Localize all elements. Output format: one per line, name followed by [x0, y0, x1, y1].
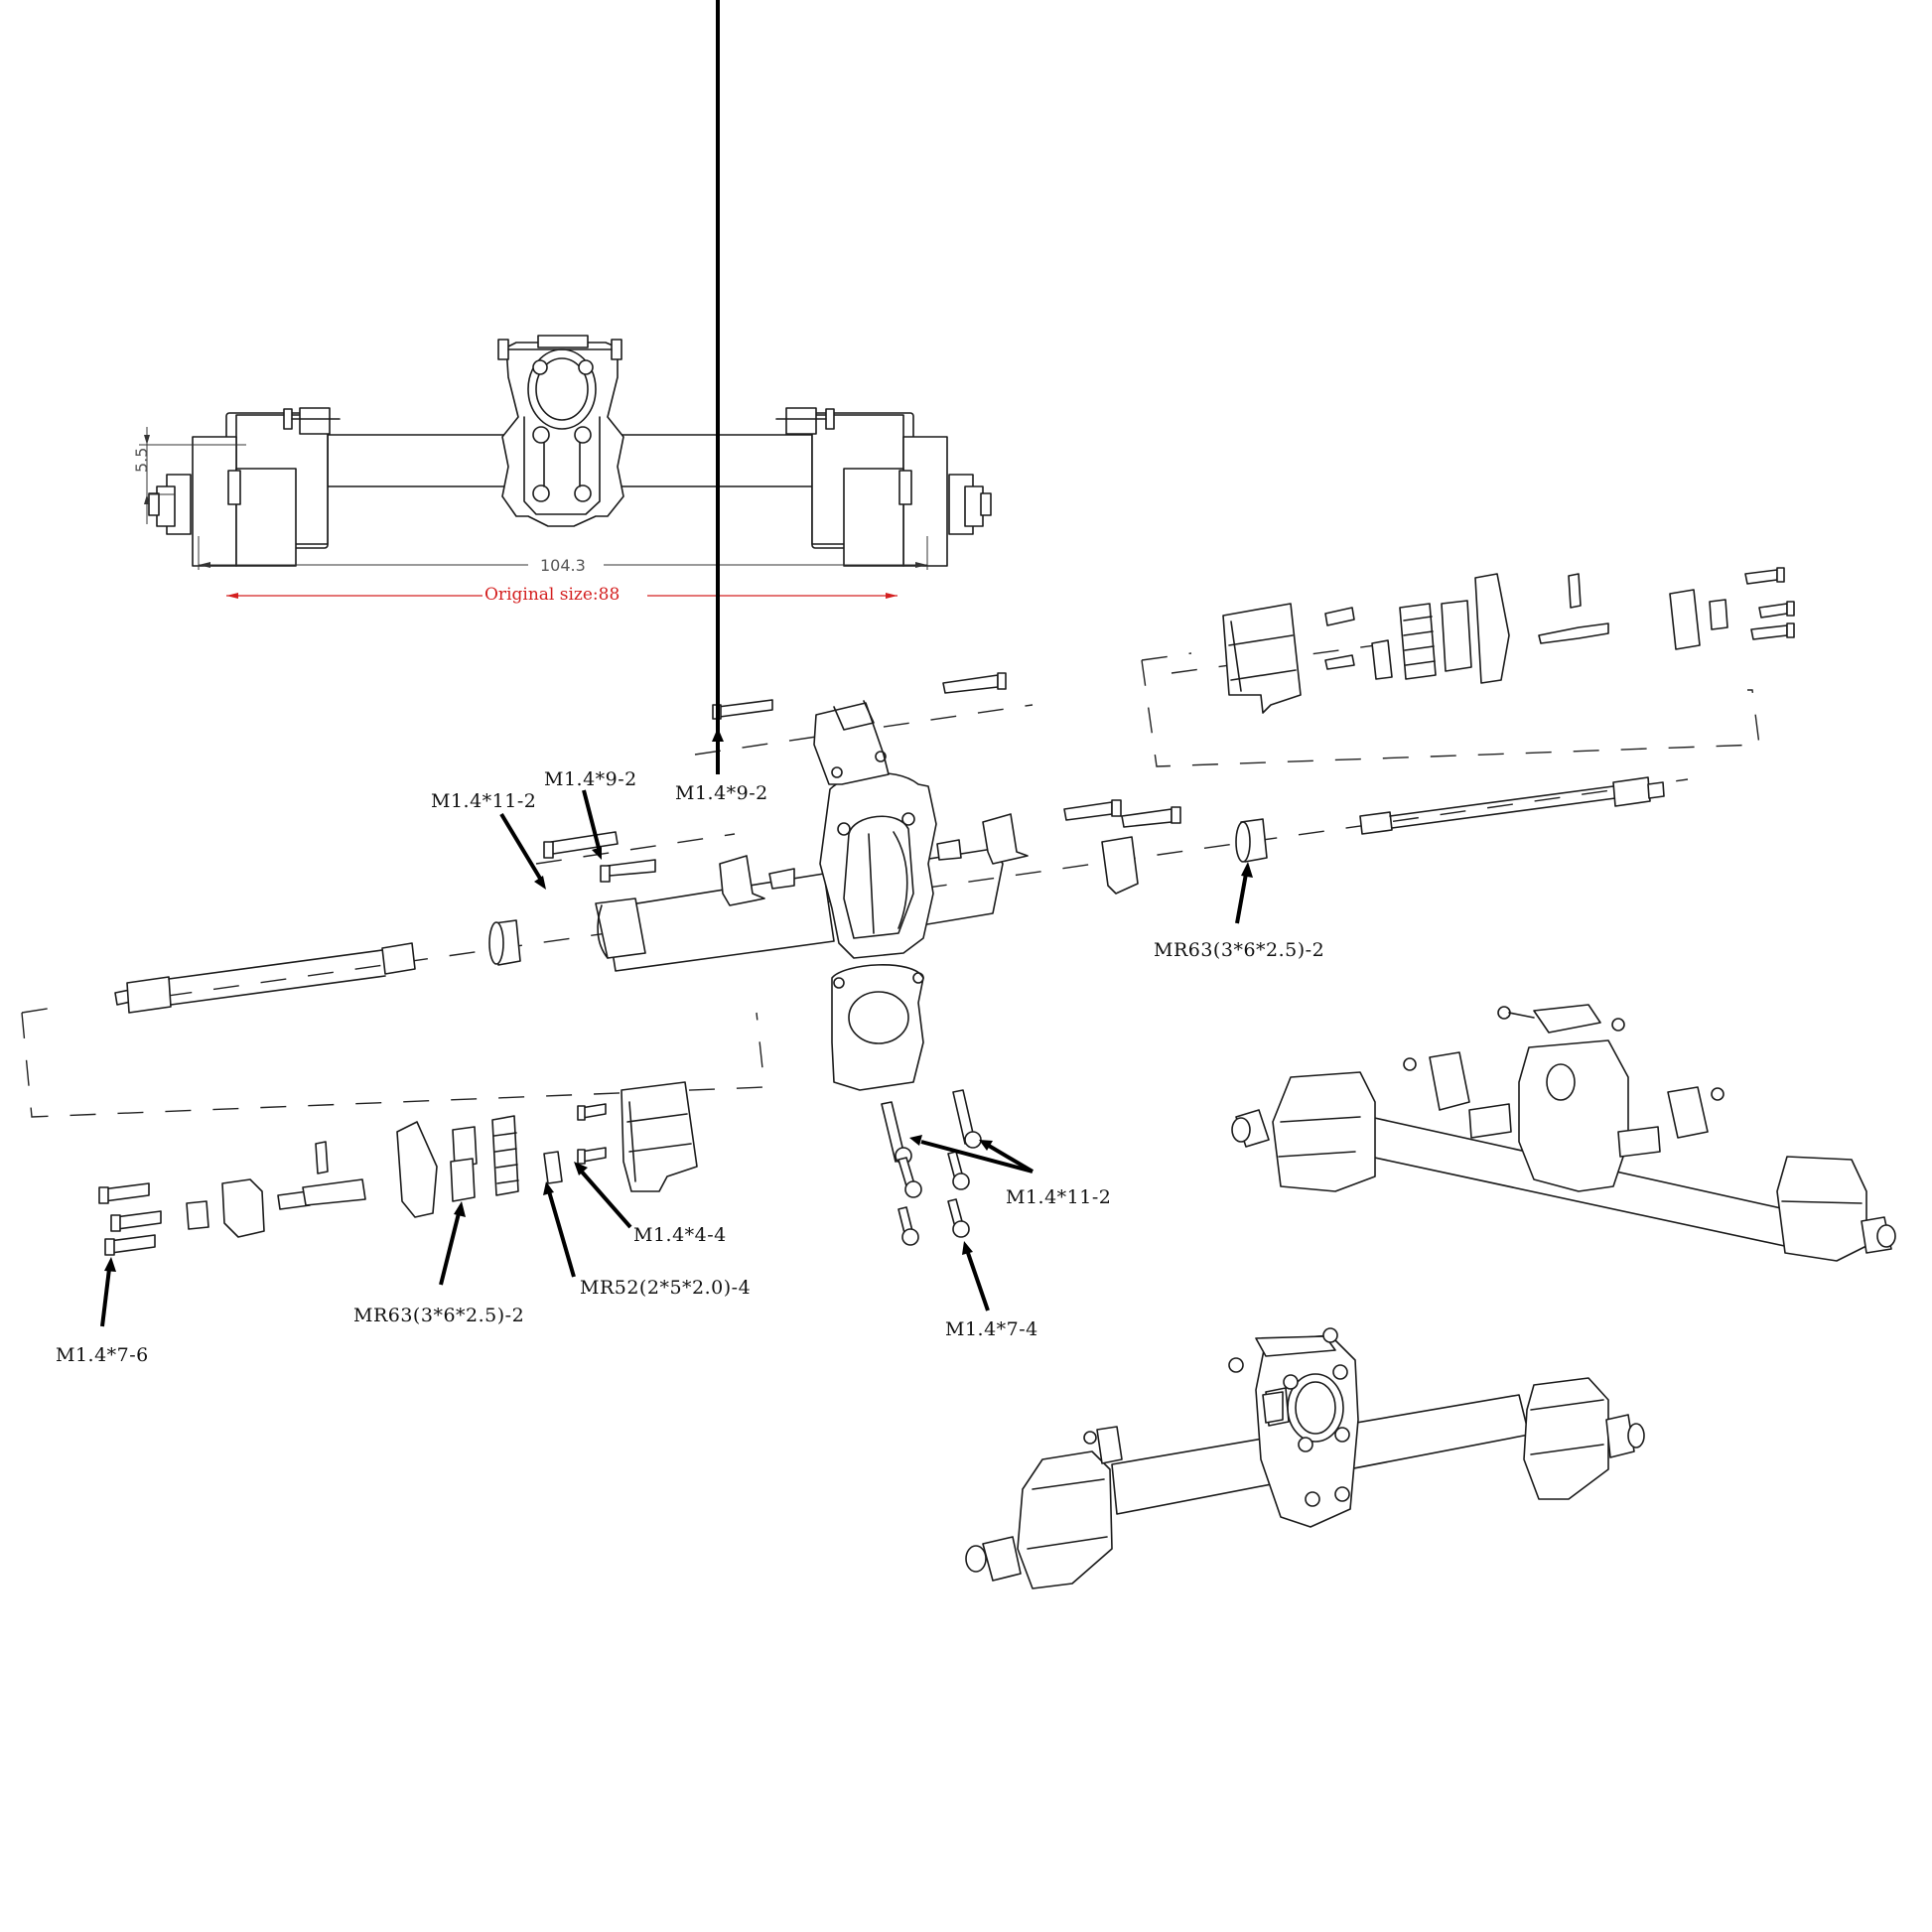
assembled-rear-isometric [1231, 1004, 1896, 1262]
label-screw-m14x4: M1.4*4-4 [633, 1224, 727, 1246]
label-screw-m14x11-lower: M1.4*11-2 [1006, 1186, 1112, 1208]
label-screw-m14x11-upper: M1.4*11-2 [431, 790, 537, 812]
front-dimension-view [139, 335, 992, 599]
exploded-view [21, 0, 1795, 1327]
original-size-note: Original size:88 [483, 585, 622, 605]
label-bearing-mr52: MR52(2*5*2.0)-4 [580, 1277, 752, 1299]
assembled-front-isometric [965, 1327, 1645, 1589]
leader-arrows [100, 0, 1253, 1327]
label-screw-m14x7-4: M1.4*7-4 [945, 1318, 1038, 1340]
label-screw-m14x7-6: M1.4*7-6 [56, 1344, 149, 1366]
dimension-offset: 5.5 [132, 447, 151, 473]
label-bearing-mr63-left: MR63(3*6*2.5)-2 [353, 1305, 525, 1326]
label-screw-m14x9-top: M1.4*9-2 [675, 782, 768, 804]
dimension-width: 104.3 [540, 556, 586, 575]
label-screw-m14x9-left: M1.4*9-2 [544, 768, 637, 790]
label-bearing-mr63-right: MR63(3*6*2.5)-2 [1154, 939, 1325, 961]
